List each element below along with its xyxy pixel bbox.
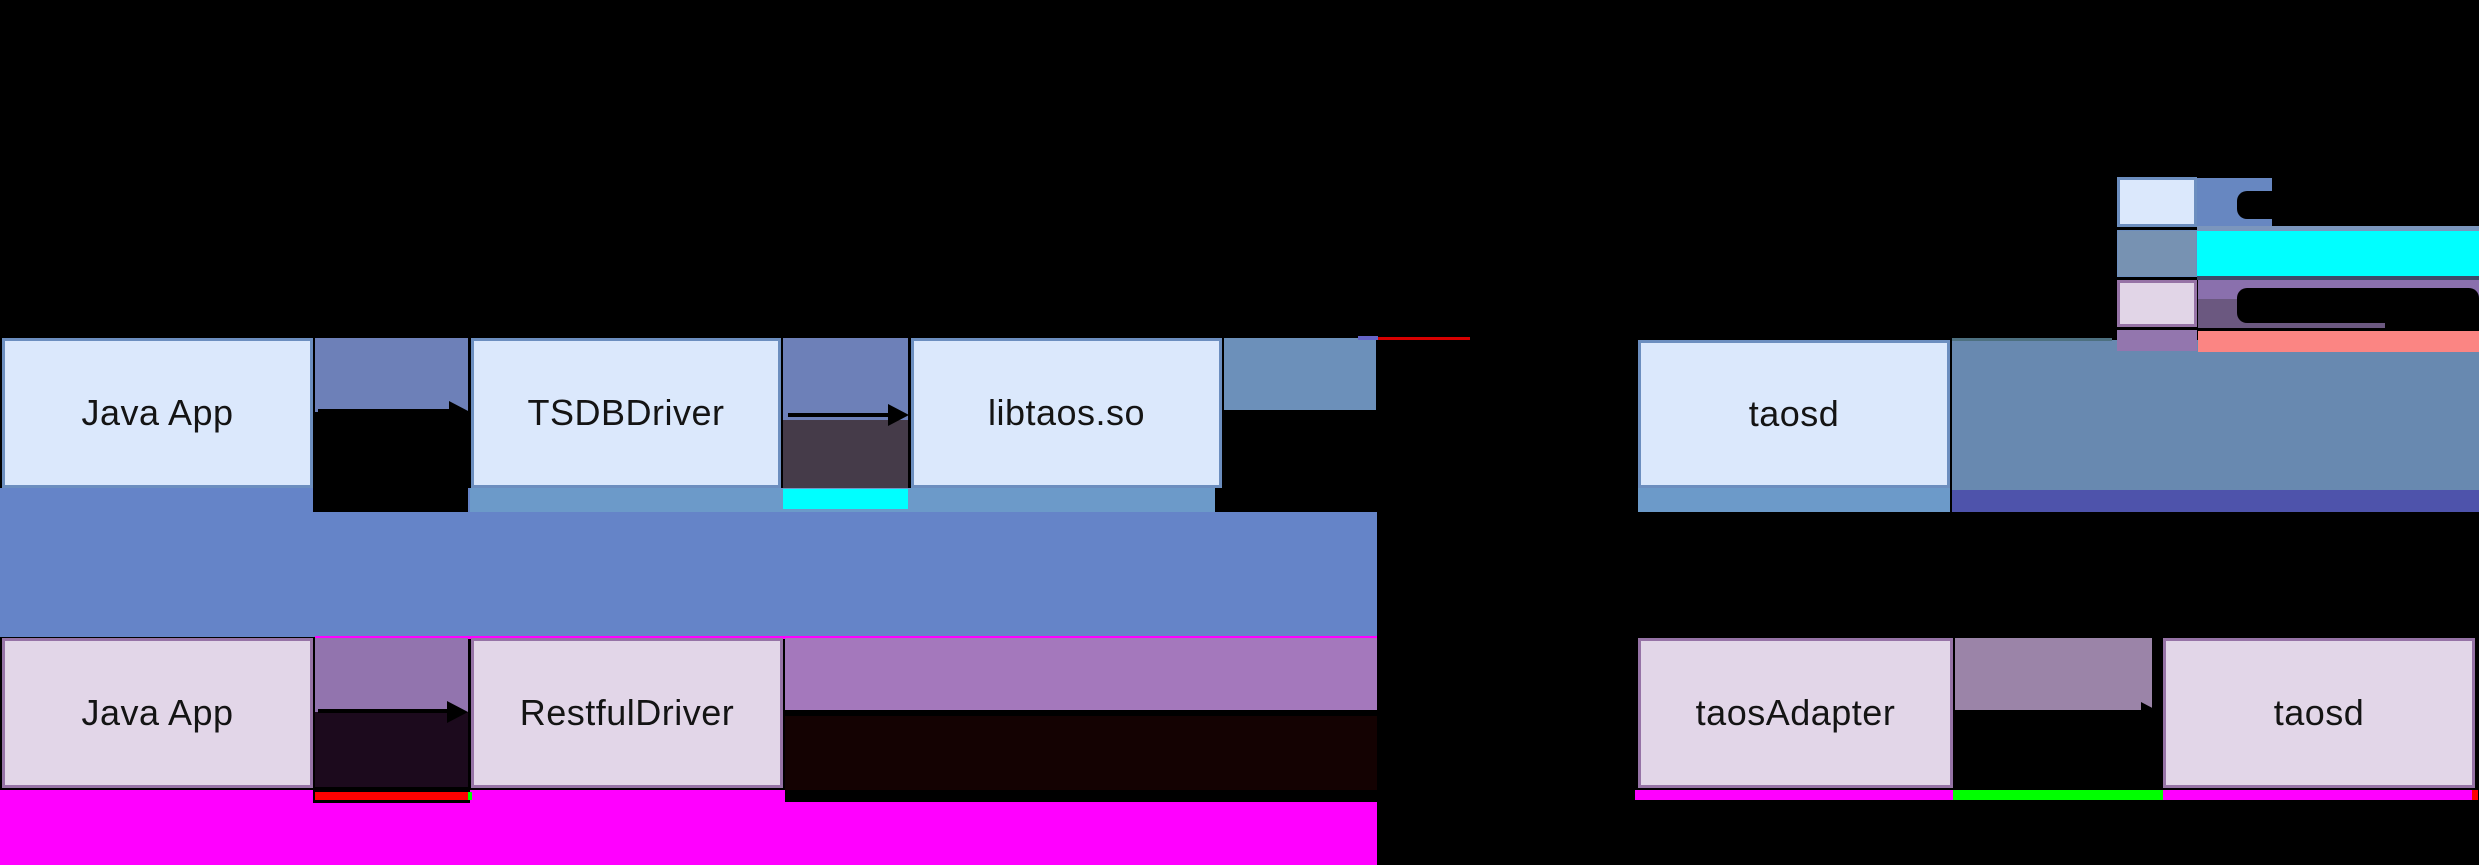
restful-band-gap-maroon bbox=[785, 716, 1377, 792]
arrow-libtaos-to-taosd bbox=[1380, 411, 1616, 415]
restful-band-gap-notch bbox=[785, 790, 1377, 802]
node-taos-adapter: taosAdapter bbox=[1638, 638, 1953, 788]
node-restful-driver: RestfulDriver bbox=[471, 638, 783, 788]
legend bbox=[2110, 170, 2479, 355]
node-taosd-restful: taosd bbox=[2163, 638, 2475, 788]
jni-connector-1-gap bbox=[313, 412, 468, 512]
restful-magenta-band bbox=[0, 790, 1377, 865]
legend-swatch-lavender bbox=[2117, 280, 2197, 327]
restful-connector-1 bbox=[315, 638, 468, 712]
arrow-java-to-tsdb bbox=[318, 409, 450, 413]
legend-navy-line bbox=[2197, 276, 2479, 280]
legend-steel-line bbox=[2197, 226, 2479, 231]
adapter-green-strip bbox=[1953, 790, 2163, 800]
node-tsdb-driver-label: TSDBDriver bbox=[527, 392, 725, 433]
node-restful-driver-label: RestfulDriver bbox=[519, 692, 735, 733]
legend-cyan-bar bbox=[2197, 231, 2479, 276]
restful-connector-1-gap bbox=[315, 712, 468, 788]
restful-connector-2 bbox=[1955, 638, 2152, 710]
taosd-steel-rect bbox=[1952, 340, 2479, 490]
restful-red-strip bbox=[315, 792, 468, 800]
node-libtaos: libtaos.so bbox=[911, 338, 1222, 488]
node-taos-adapter-label: taosAdapter bbox=[1695, 692, 1896, 733]
node-taosd-restful-label: taosd bbox=[2273, 692, 2365, 733]
jni-connector-2-charcoal bbox=[783, 420, 908, 488]
node-taosd-jni: taosd bbox=[1638, 340, 1950, 488]
node-java-app-jni-label: Java App bbox=[81, 392, 234, 433]
indigo-line bbox=[1358, 336, 1378, 340]
arrowhead-tsdb-to-libtaos bbox=[888, 404, 909, 426]
restful-green-sliver bbox=[468, 792, 472, 800]
jni-connector-2 bbox=[783, 338, 908, 420]
node-java-app-restful: Java App bbox=[2, 638, 313, 788]
restful-purple-band bbox=[785, 638, 1377, 710]
legend-swatch-light-blue bbox=[2117, 177, 2197, 227]
arrow-tsdb-to-libtaos bbox=[788, 413, 890, 417]
node-java-app-restful-label: Java App bbox=[81, 692, 234, 733]
node-taosd-jni-label: taosd bbox=[1748, 393, 1840, 434]
adapter-magenta-strip bbox=[1635, 790, 1953, 800]
node-libtaos-label: libtaos.so bbox=[987, 392, 1146, 433]
legend-item1-text-blob bbox=[2237, 191, 2407, 219]
arrow-restful-out bbox=[788, 711, 1368, 715]
jni-cyan-strip bbox=[783, 489, 908, 509]
indigo-bar bbox=[1952, 490, 2479, 512]
arrow-java-to-restful bbox=[318, 709, 448, 713]
red-line bbox=[1378, 337, 1470, 340]
taosd-red-sliver bbox=[2472, 790, 2478, 800]
legend-salmon-bar bbox=[2198, 331, 2479, 352]
taosd-under-strip bbox=[1638, 488, 1950, 512]
jni-band bbox=[0, 488, 1377, 637]
jni-steel-rect bbox=[1224, 338, 1376, 410]
legend-swatch-steel-blue bbox=[2117, 230, 2197, 277]
arrowhead-java-to-tsdb bbox=[449, 401, 470, 423]
arrow-adapter-to-taosd bbox=[1958, 710, 2142, 714]
arrowhead-adapter-to-taosd bbox=[2141, 702, 2162, 724]
node-tsdb-driver: TSDBDriver bbox=[471, 338, 781, 488]
node-java-app-jni: Java App bbox=[2, 338, 313, 488]
legend-swatch-purple bbox=[2117, 330, 2197, 351]
legend-item3-text-blob bbox=[2237, 288, 2479, 323]
jni-under-strip-gap bbox=[1215, 488, 1377, 512]
arrowhead-java-to-restful bbox=[447, 701, 468, 723]
band-bottom-magenta-line bbox=[315, 636, 1377, 639]
arrowhead-libtaos-to-taosd bbox=[1616, 402, 1637, 424]
jni-connector-1 bbox=[315, 338, 468, 412]
taosd-magenta-strip bbox=[2163, 790, 2472, 800]
taosd-steel-rect-top-border bbox=[1952, 338, 2112, 341]
